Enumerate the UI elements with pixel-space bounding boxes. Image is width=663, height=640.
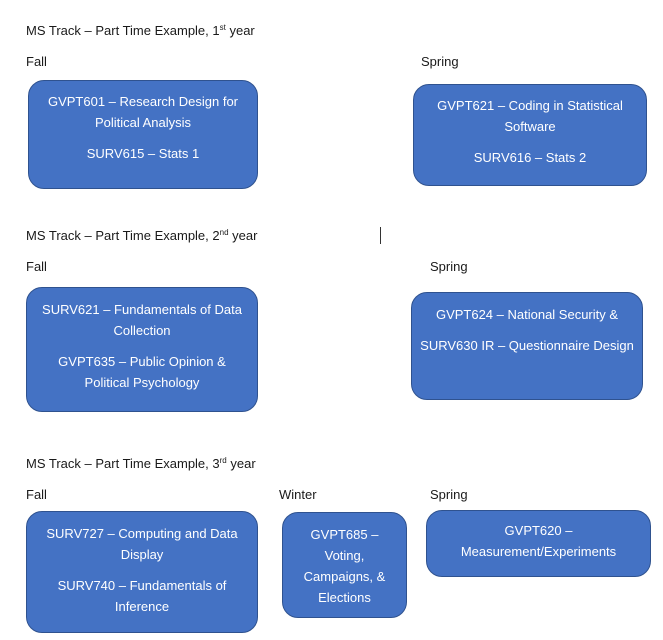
year-3-spring-label: Spring <box>430 487 468 502</box>
year-3-heading: MS Track – Part Time Example, 3rd year <box>26 456 256 471</box>
year-1-heading: MS Track – Part Time Example, 1st year <box>26 23 255 38</box>
course: GVPT620 – Measurement/Experiments <box>460 523 617 559</box>
year-3-spring-box: GVPT620 – Measurement/Experiments <box>426 510 651 577</box>
course: SURV630 IR – Questionnaire Design <box>420 338 634 353</box>
course: GVPT685 – Voting, Campaigns, & Elections <box>303 527 386 605</box>
year-2-fall-label: Fall <box>26 259 47 274</box>
year-1-fall-box: GVPT601 – Research Design for Political … <box>28 80 258 189</box>
course: GVPT601 – Research Design for Political … <box>47 94 239 130</box>
year-1-spring-label: Spring <box>421 54 459 69</box>
course: SURV615 – Stats 1 <box>86 146 200 161</box>
year-3-winter-box: GVPT685 – Voting, Campaigns, & Elections <box>282 512 407 618</box>
year-3-fall-box: SURV727 – Computing and Data Display SUR… <box>26 511 258 633</box>
year-2-fall-box: SURV621 – Fundamentals of Data Collectio… <box>26 287 258 412</box>
course: SURV621 – Fundamentals of Data Collectio… <box>42 302 242 338</box>
year-2-heading: MS Track – Part Time Example, 2nd year <box>26 228 258 243</box>
year-3-winter-label: Winter <box>279 487 317 502</box>
course: SURV616 – Stats 2 <box>473 150 587 165</box>
year-2-spring-label: Spring <box>430 259 468 274</box>
course: GVPT624 – National Security & <box>435 307 619 322</box>
course: GVPT635 – Public Opinion & Political Psy… <box>58 354 226 390</box>
course: SURV727 – Computing and Data Display <box>46 526 238 562</box>
course: GVPT621 – Coding in Statistical Software <box>437 98 623 134</box>
year-3-fall-label: Fall <box>26 487 47 502</box>
year-1-spring-box: GVPT621 – Coding in Statistical Software… <box>413 84 647 186</box>
year-2-spring-box: GVPT624 – National Security & SURV630 IR… <box>411 292 643 400</box>
text-cursor <box>380 227 381 244</box>
year-1-fall-label: Fall <box>26 54 47 69</box>
course: SURV740 – Fundamentals of Inference <box>57 578 227 614</box>
